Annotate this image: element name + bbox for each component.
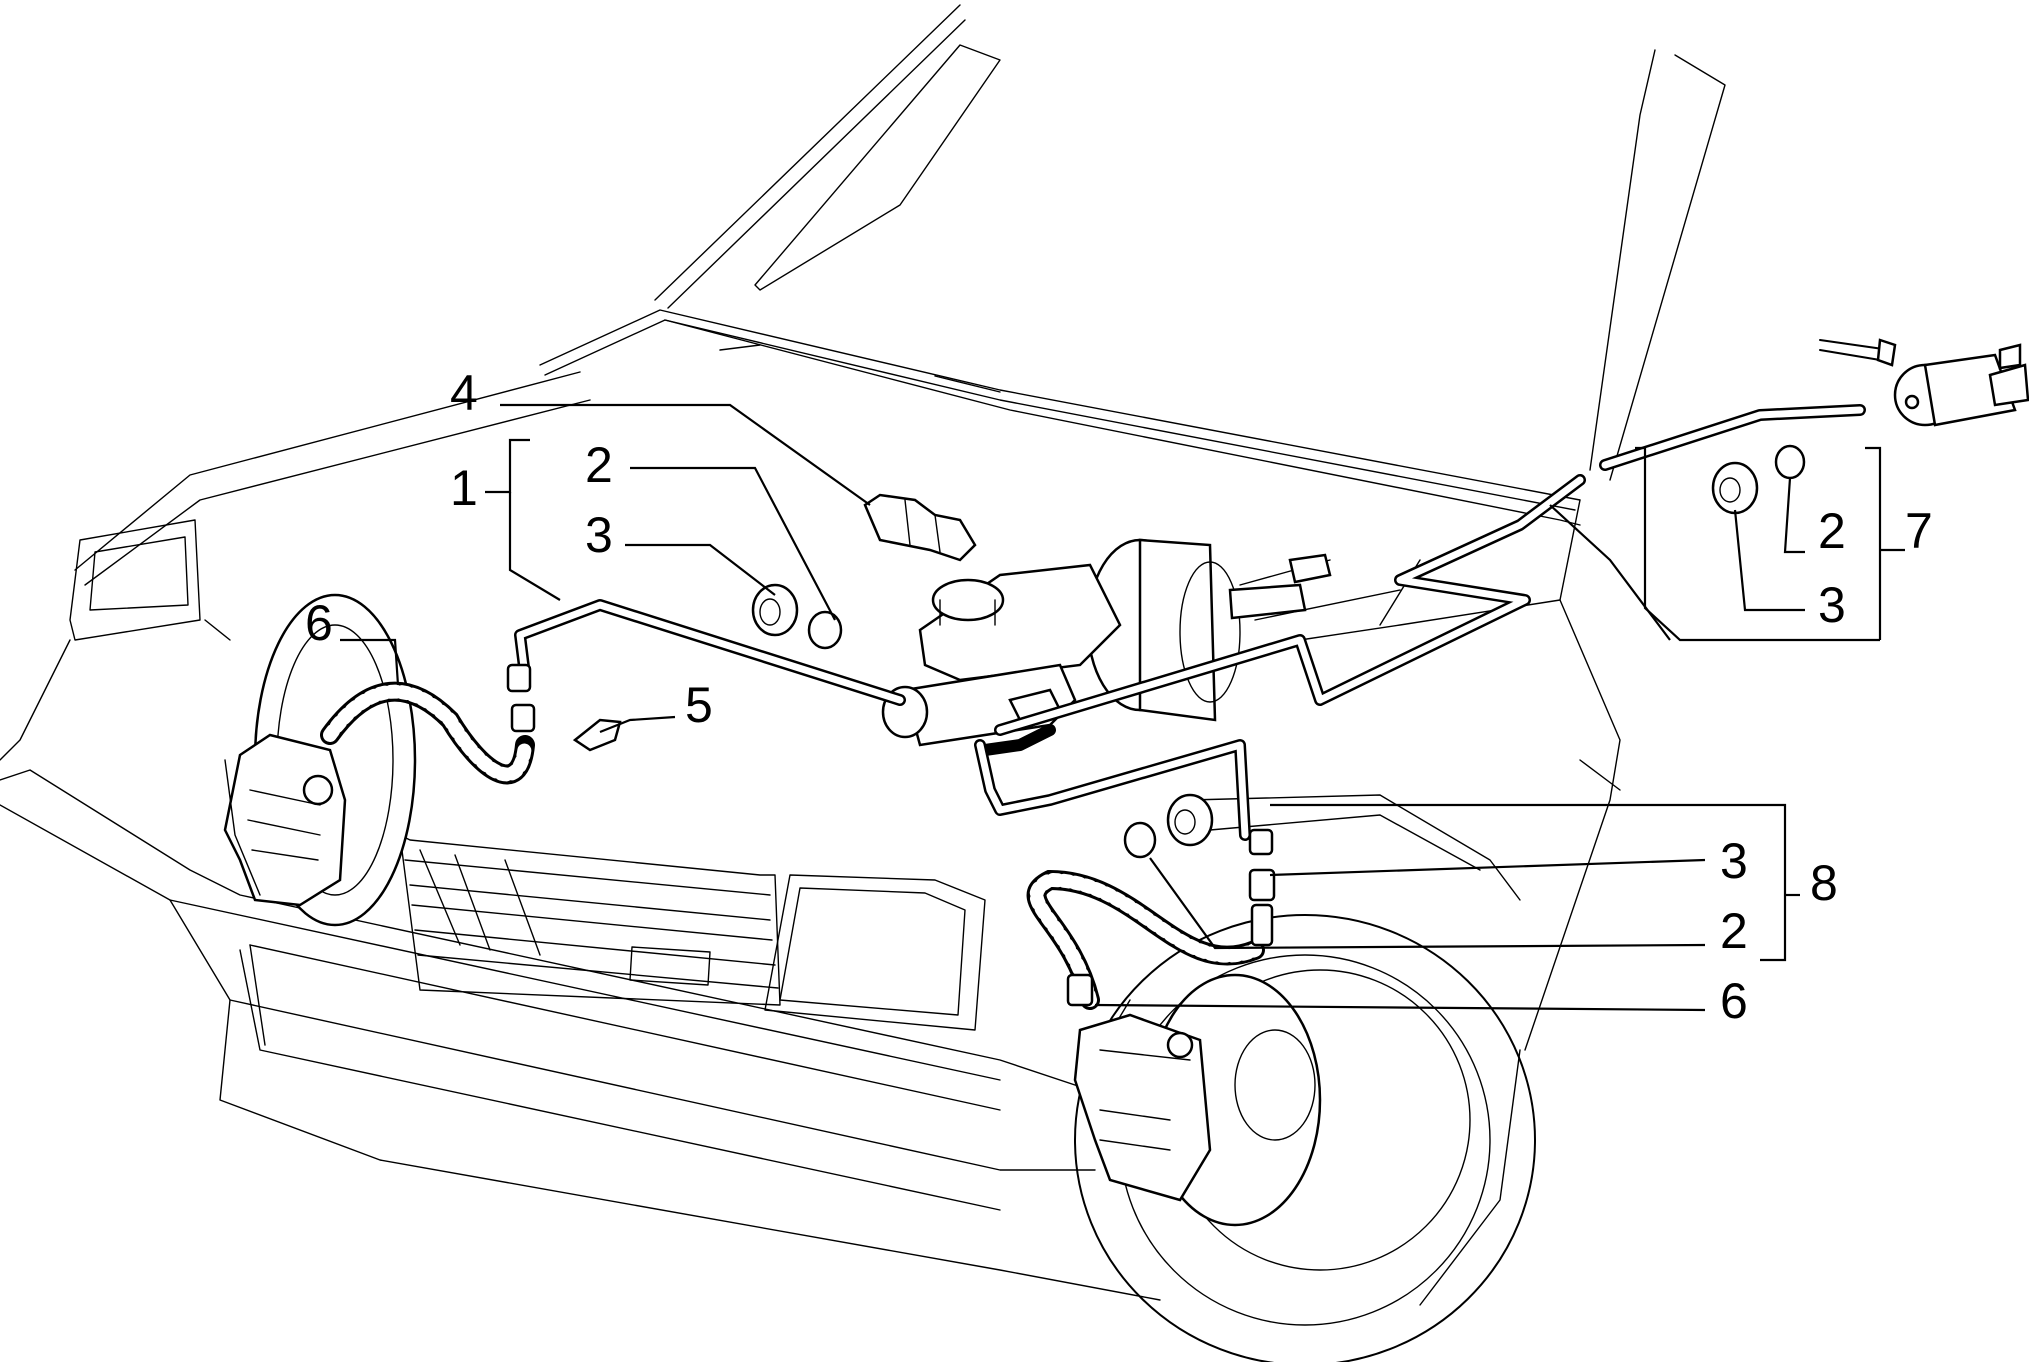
callout-2-group7: 2 — [1818, 503, 1846, 559]
callout-4: 4 — [450, 365, 478, 421]
callout-6-left: 6 — [305, 595, 333, 651]
top-grommets — [751, 583, 843, 650]
pipe-clip — [863, 493, 977, 562]
callout-3-group8: 3 — [1720, 833, 1748, 889]
callout-2-top: 2 — [585, 437, 613, 493]
leader-lines — [340, 403, 1905, 1012]
flexible-hoses — [320, 681, 1265, 1010]
callout-7: 7 — [1905, 503, 1933, 559]
callout-2-group8: 2 — [1720, 903, 1748, 959]
right-brake-assembly — [1073, 973, 1322, 1227]
brake-pipes — [514, 404, 1866, 841]
callout-8: 8 — [1810, 855, 1838, 911]
left-brake-assembly — [223, 593, 417, 927]
bracket — [572, 718, 622, 752]
car-body-outline — [0, 4, 1726, 1362]
callout-labels: 1 2 3 4 5 6 7 2 3 8 3 2 6 — [305, 365, 1933, 1029]
callout-5: 5 — [685, 677, 713, 733]
brake-booster-and-master-cylinder — [881, 538, 1332, 747]
callout-3-top: 3 — [585, 507, 613, 563]
group7-grommets — [1711, 444, 1806, 515]
callout-1: 1 — [450, 460, 478, 516]
callout-3-group7: 3 — [1818, 577, 1846, 633]
proportioning-valve — [1819, 338, 2029, 427]
callout-6-right: 6 — [1720, 973, 1748, 1029]
group8-grommets — [1123, 793, 1214, 859]
fittings — [506, 663, 1276, 1007]
